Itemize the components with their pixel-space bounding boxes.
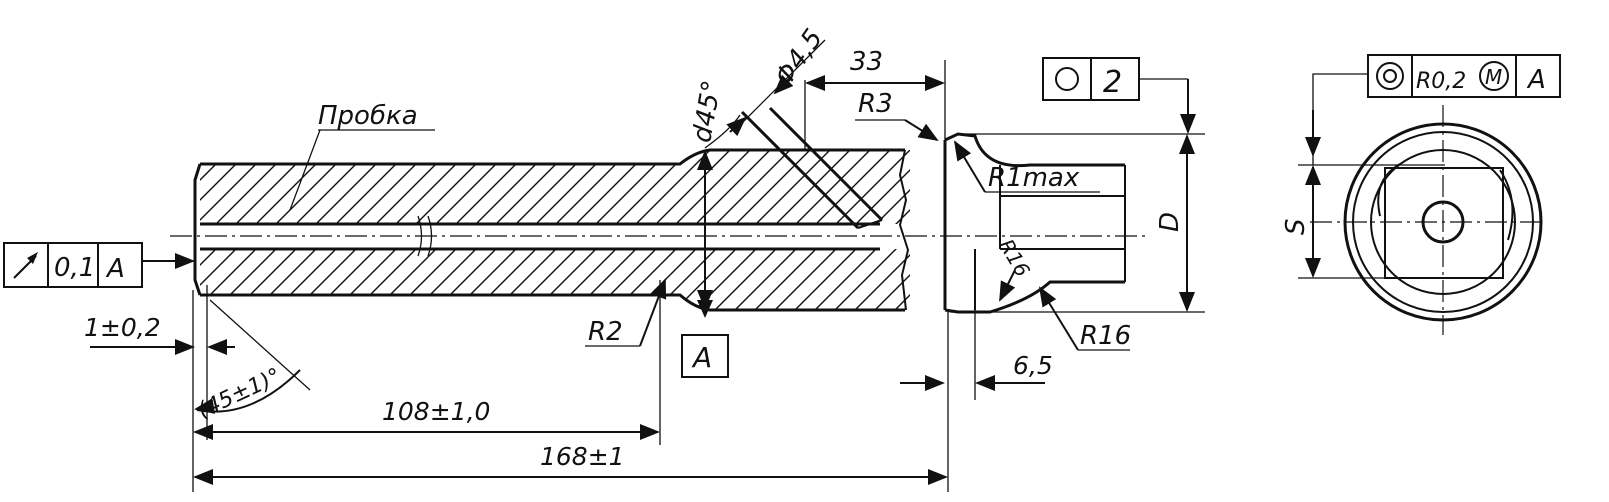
hatch-line [729, 150, 816, 224]
datum-a-indicator: A [681, 150, 729, 378]
section-hatching [200, 245, 1000, 315]
angle-d45-callout: d45° [687, 78, 741, 149]
r1max-callout: R1max [953, 140, 1100, 193]
hatch-line [349, 249, 421, 310]
concentricity-frame: R0,2 M A [1367, 54, 1561, 98]
hatch-line [449, 249, 521, 310]
hatch-line [649, 150, 736, 224]
r2-label: R2 [588, 317, 623, 347]
hatch-line [709, 150, 796, 224]
runout-frame: 0,1 A [3, 242, 195, 288]
end-view: S [1281, 73, 1545, 335]
hatch-line [200, 249, 261, 310]
hatch-line [809, 249, 881, 310]
hatch-line [609, 249, 681, 310]
hatch-line [789, 150, 876, 224]
roundness-value: 2 [1103, 65, 1122, 100]
dim-108: 108±1,0 [192, 280, 661, 492]
dim-65-label: 6,5 [1013, 351, 1053, 380]
hatch-line [709, 249, 781, 310]
section-mark [417, 215, 423, 257]
r1max-label: R1max [988, 163, 1080, 193]
datum-a-label: A [691, 341, 712, 374]
hatch-line [389, 249, 461, 310]
hatch-line [849, 249, 910, 310]
hatch-line [489, 249, 561, 310]
concentricity-value: R0,2 [1416, 69, 1466, 94]
r16-label: R16 [1080, 321, 1131, 351]
section-mark [427, 215, 433, 257]
hatch-line [409, 249, 481, 310]
hatch-line [289, 249, 361, 310]
concentricity-icon [1376, 62, 1404, 90]
hatch-line [200, 249, 221, 310]
hatch-line [269, 249, 341, 310]
hatch-line [729, 249, 801, 310]
hatch-line [209, 249, 281, 310]
r16-inner-callout: R16 [994, 235, 1035, 302]
dim-D-label: D [1155, 212, 1185, 232]
hatch-line [309, 249, 381, 310]
runout-datum: A [105, 254, 125, 284]
probka-callout: Пробка [289, 101, 435, 211]
hatch-line [429, 249, 501, 310]
concentricity-datum: A [1526, 65, 1546, 95]
hatch-line [869, 150, 910, 224]
hatch-line [889, 150, 910, 224]
hatch-line [369, 249, 441, 310]
hatch-line [849, 150, 910, 224]
runout-value: 0,1 [54, 253, 95, 283]
hatch-line [769, 150, 856, 224]
roundness-icon [1055, 67, 1079, 91]
hatch-line [469, 249, 541, 310]
hatch-line [669, 150, 756, 224]
hatch-line [749, 249, 821, 310]
dim-65: 6,5 [900, 310, 1053, 400]
dim-168-label: 168±1 [540, 442, 625, 471]
hatch-line [329, 249, 401, 310]
r3-label: R3 [858, 89, 893, 119]
hatch-line [200, 249, 241, 310]
hatch-line [869, 249, 910, 310]
dim-1-label: 1±0,2 [84, 313, 161, 342]
concentricity-modifier: M [1485, 65, 1502, 89]
phi45-label: Φ4,5 [769, 24, 829, 92]
roundness-frame: 2 [1042, 57, 1196, 134]
dim-108-label: 108±1,0 [382, 397, 490, 426]
dim-33: 33 [804, 47, 946, 150]
hatch-line [930, 245, 1000, 315]
r2-callout: R2 [585, 278, 667, 347]
dim-1: 1±0,2 [84, 285, 235, 440]
hatch-line [569, 249, 641, 310]
hatch-line [829, 249, 901, 310]
probka-label: Пробка [318, 101, 418, 131]
dim-S-label: S [1281, 218, 1311, 235]
hatch-line [509, 249, 581, 310]
hatch-line [229, 249, 301, 310]
r16-callout: R16 [1038, 286, 1131, 351]
hatch-line [769, 249, 841, 310]
dim-D: D [950, 133, 1205, 313]
hatch-line [549, 249, 621, 310]
r3-callout: R3 [855, 89, 939, 142]
hatch-line [809, 150, 896, 224]
hatch-line [889, 249, 910, 310]
chamfer-angle: (45±1)° [194, 299, 311, 424]
modifier-circle-icon [1479, 61, 1509, 91]
dim-168: 168±1 [193, 312, 949, 492]
hatch-line [249, 249, 321, 310]
hatch-line [589, 249, 661, 310]
dim33-label: 33 [850, 47, 883, 77]
hatch-line [529, 249, 601, 310]
hatch-line [789, 249, 861, 310]
